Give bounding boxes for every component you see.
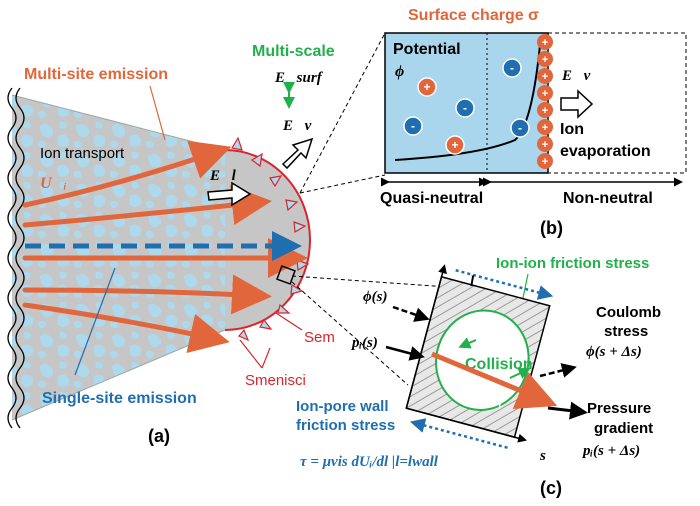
wavy-boundary xyxy=(7,87,17,429)
svg-text:+: + xyxy=(542,54,548,66)
pressure-label-2: gradient xyxy=(594,420,653,437)
multi-site-emission-label: Multi-site emission xyxy=(24,66,168,83)
ui-arrow-c xyxy=(431,351,558,410)
phi-s-ds-label: ϕ(s + Δs) xyxy=(586,344,642,360)
panel-c: Ion-ion friction stress l s Collision U⃗… xyxy=(296,255,661,498)
svg-text:+: + xyxy=(542,122,548,134)
ui-label-a: U⃗ᵢ xyxy=(40,175,67,192)
surface-charge-label: Surface charge σ xyxy=(408,7,539,24)
e-v-label-a: E⃗v xyxy=(282,118,312,134)
surface-charges: + + + + + + + + xyxy=(537,34,553,169)
e-l-arrow xyxy=(207,181,252,207)
ion-transport-label: Ion transport xyxy=(40,145,125,162)
ion-pore-label-1: Ion-pore wall xyxy=(296,398,389,415)
s-menisci-label: Smenisci xyxy=(245,372,306,389)
svg-text:+: + xyxy=(542,156,548,168)
menisci-spikes xyxy=(231,136,310,342)
ion-pore-label-2: friction stress xyxy=(296,417,395,434)
e-v-arrow-b xyxy=(560,89,594,119)
coulomb-label-1: Coulomb xyxy=(596,304,661,321)
svg-text:+: + xyxy=(423,80,430,94)
svg-text:+: + xyxy=(542,139,548,151)
pressure-label-1: Pressure xyxy=(587,400,651,417)
phi-s-label: ϕ(s) xyxy=(363,289,388,305)
p-s-label: pᵢ(s) xyxy=(350,335,378,351)
svg-text:+: + xyxy=(542,37,548,49)
meniscus xyxy=(225,150,310,330)
non-neutral-label: Non-neutral xyxy=(563,190,653,207)
phi-label: ϕ xyxy=(395,63,404,80)
s-em-label: Sem xyxy=(304,329,335,346)
ion-flow-arrows xyxy=(22,140,308,354)
panel-c-label: (c) xyxy=(540,478,562,498)
collision-label: Collision xyxy=(465,356,533,373)
ion-evaporation-label-2: evaporation xyxy=(560,143,651,160)
ion-particles: + - - + - - xyxy=(403,58,530,155)
potential-curve xyxy=(394,44,541,161)
tau-equation: τ = μvis dUᵢ/dl |l=lwall xyxy=(300,454,439,470)
e-l-label: E⃗l xyxy=(209,168,237,184)
potential-label: Potential xyxy=(393,41,461,58)
p-s-ds-label: pᵢ(s + Δs) xyxy=(581,443,640,459)
coulomb-label-2: stress xyxy=(604,323,648,340)
svg-text:-: - xyxy=(463,101,467,115)
e-surf-label: E⃗surf xyxy=(274,70,324,86)
svg-text:-: - xyxy=(518,121,522,135)
l-axis-label: l xyxy=(470,274,475,290)
multi-scale-label: Multi-scale xyxy=(252,43,335,60)
panel-b-label: (b) xyxy=(540,218,563,238)
svg-text:-: - xyxy=(411,119,415,133)
ion-ion-friction-label: Ion-ion friction stress xyxy=(496,255,649,272)
quasi-neutral-label: Quasi-neutral xyxy=(380,190,483,207)
e-v-label-b: E⃗v xyxy=(561,68,591,84)
panel-a-label: (a) xyxy=(148,426,170,446)
ui-label-c: U⃗ᵢ xyxy=(475,394,502,411)
panel-a: Multi-scale Multi-site emission Ion tran… xyxy=(7,43,335,446)
e-v-arrow xyxy=(281,137,314,170)
panel-b: Surface charge σ Potential ϕ + - - + - -… xyxy=(380,7,687,238)
zoom-box xyxy=(276,265,296,285)
svg-text:-: - xyxy=(510,61,514,75)
s-axis-label: s xyxy=(539,448,546,464)
svg-text:+: + xyxy=(542,71,548,83)
ion-evaporation-label-1: Ion xyxy=(560,121,584,138)
svg-text:+: + xyxy=(542,105,548,117)
svg-text:+: + xyxy=(451,138,458,152)
single-site-emission-label: Single-site emission xyxy=(42,390,197,407)
svg-text:+: + xyxy=(542,88,548,100)
